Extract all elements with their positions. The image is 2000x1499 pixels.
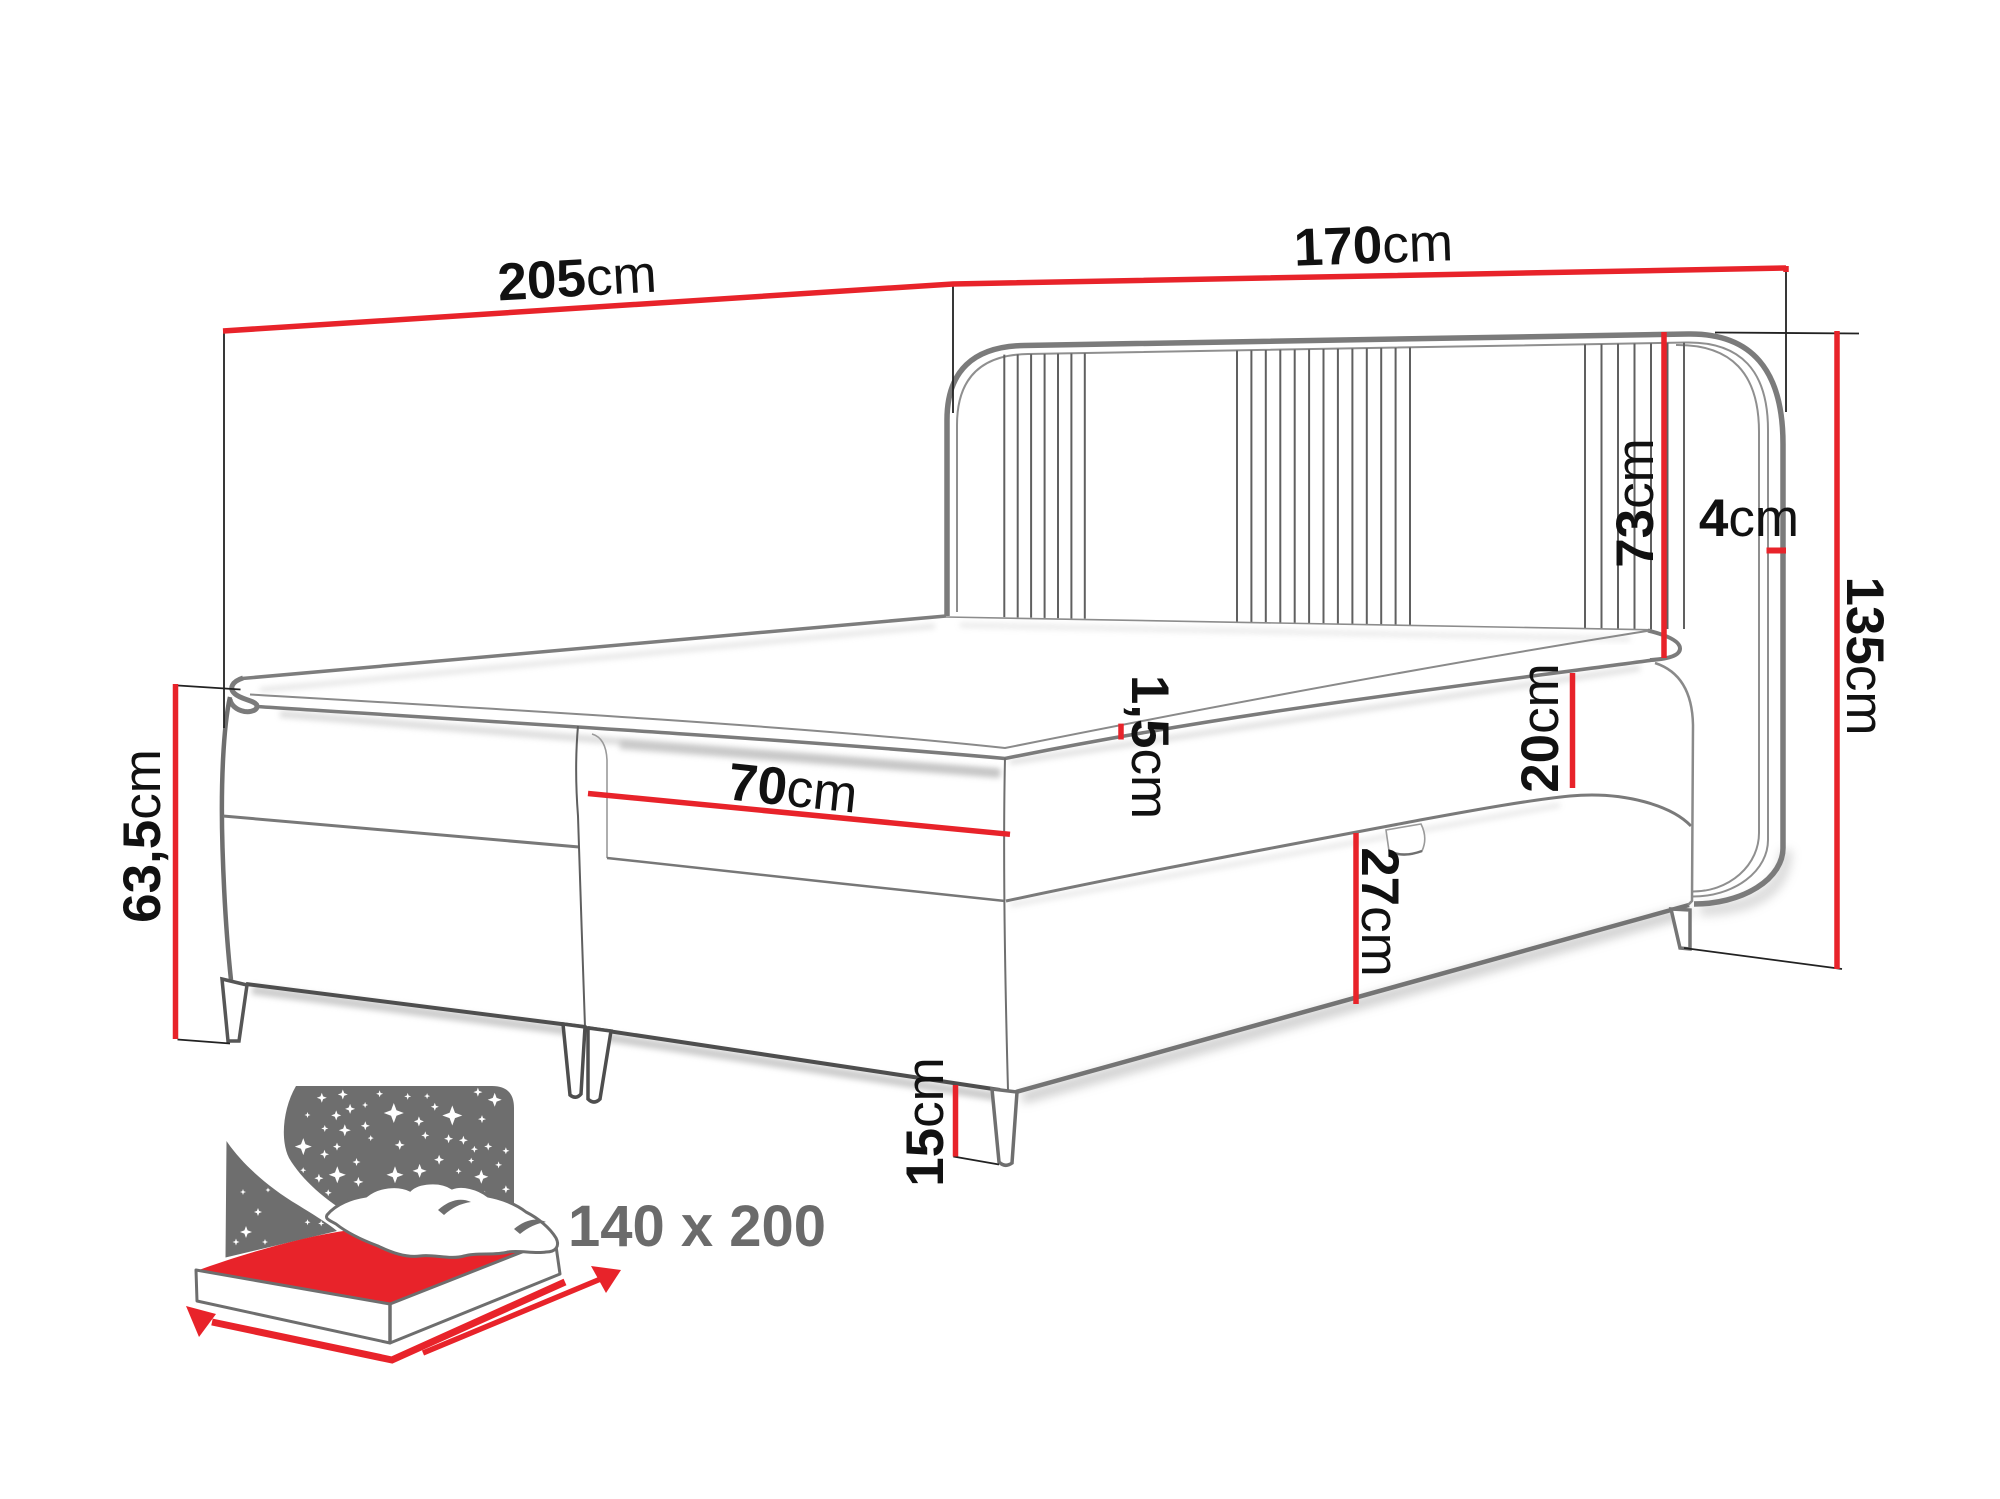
svg-text:27cm: 27cm [1350, 847, 1409, 977]
svg-text:20cm: 20cm [1511, 663, 1570, 793]
svg-text:15cm: 15cm [896, 1057, 955, 1187]
svg-text:140 x 200: 140 x 200 [568, 1194, 826, 1259]
svg-text:70cm: 70cm [725, 752, 860, 824]
svg-text:205cm: 205cm [496, 245, 658, 313]
svg-text:1,5cm: 1,5cm [1120, 675, 1179, 819]
svg-text:4cm: 4cm [1699, 489, 1799, 548]
svg-text:73cm: 73cm [1606, 438, 1665, 568]
svg-text:135cm: 135cm [1835, 576, 1894, 735]
svg-text:170cm: 170cm [1293, 213, 1454, 278]
svg-text:63,5cm: 63,5cm [113, 749, 172, 923]
